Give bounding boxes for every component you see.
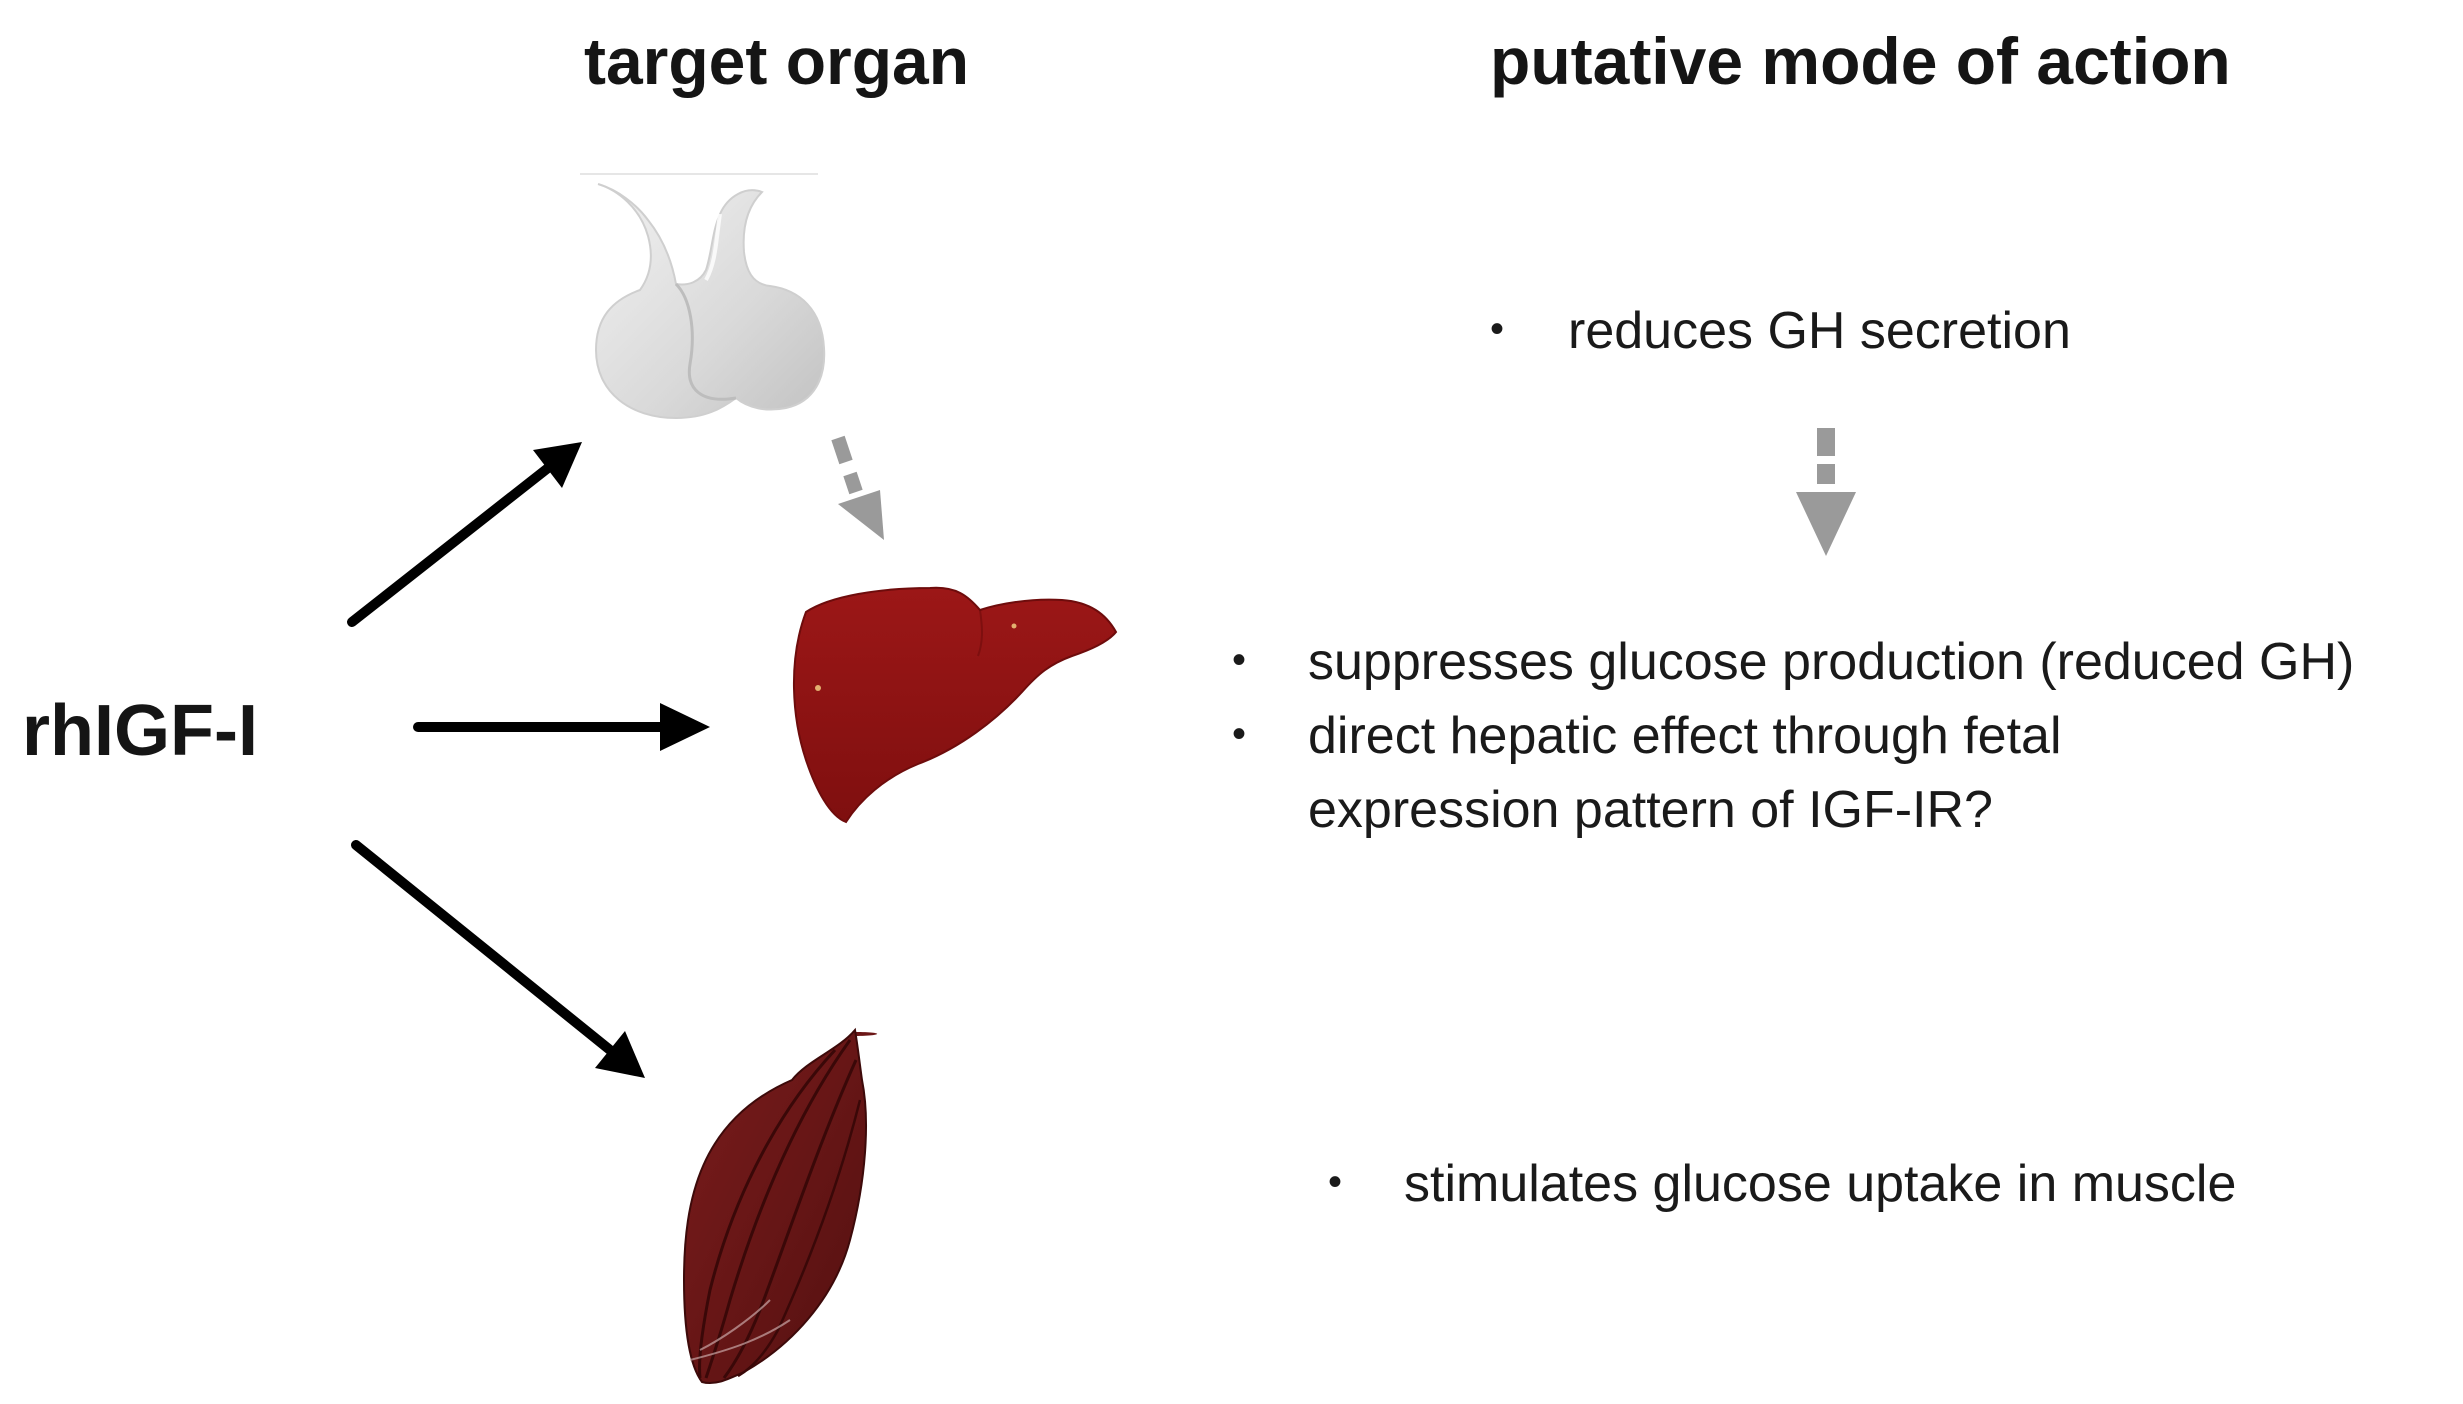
heading-mode-of-action: putative mode of action <box>1490 24 2231 98</box>
mechanism-text: stimulates glucose uptake in muscle <box>1404 1155 2237 1213</box>
liver-icon <box>792 586 1118 824</box>
arrow-to-liver <box>413 703 710 751</box>
arrow-to-muscle <box>351 840 645 1078</box>
dashed-arrow-pituitary-to-liver <box>831 435 884 540</box>
mechanism-text: suppresses glucose production (reduced G… <box>1308 633 2355 691</box>
mechanism-liver-item-2-continuation: expression pattern of IGF-IR? <box>1308 781 1993 839</box>
heading-target-organ: target organ <box>584 24 970 98</box>
muscle-icon <box>682 1027 878 1384</box>
bullet-dot: • <box>1232 712 1247 756</box>
mechanism-text: reduces GH secretion <box>1568 302 2071 360</box>
pituitary-gland-icon <box>580 173 826 420</box>
drug-label: rhIGF-I <box>22 691 258 771</box>
mechanism-text: direct hepatic effect through fetal <box>1308 707 2062 765</box>
bullet-dot: • <box>1490 307 1505 351</box>
bullet-dot: • <box>1232 638 1247 682</box>
bullet-dot: • <box>1328 1160 1343 1204</box>
dashed-arrow-mechanism <box>1796 428 1856 556</box>
arrow-to-pituitary <box>347 442 582 627</box>
